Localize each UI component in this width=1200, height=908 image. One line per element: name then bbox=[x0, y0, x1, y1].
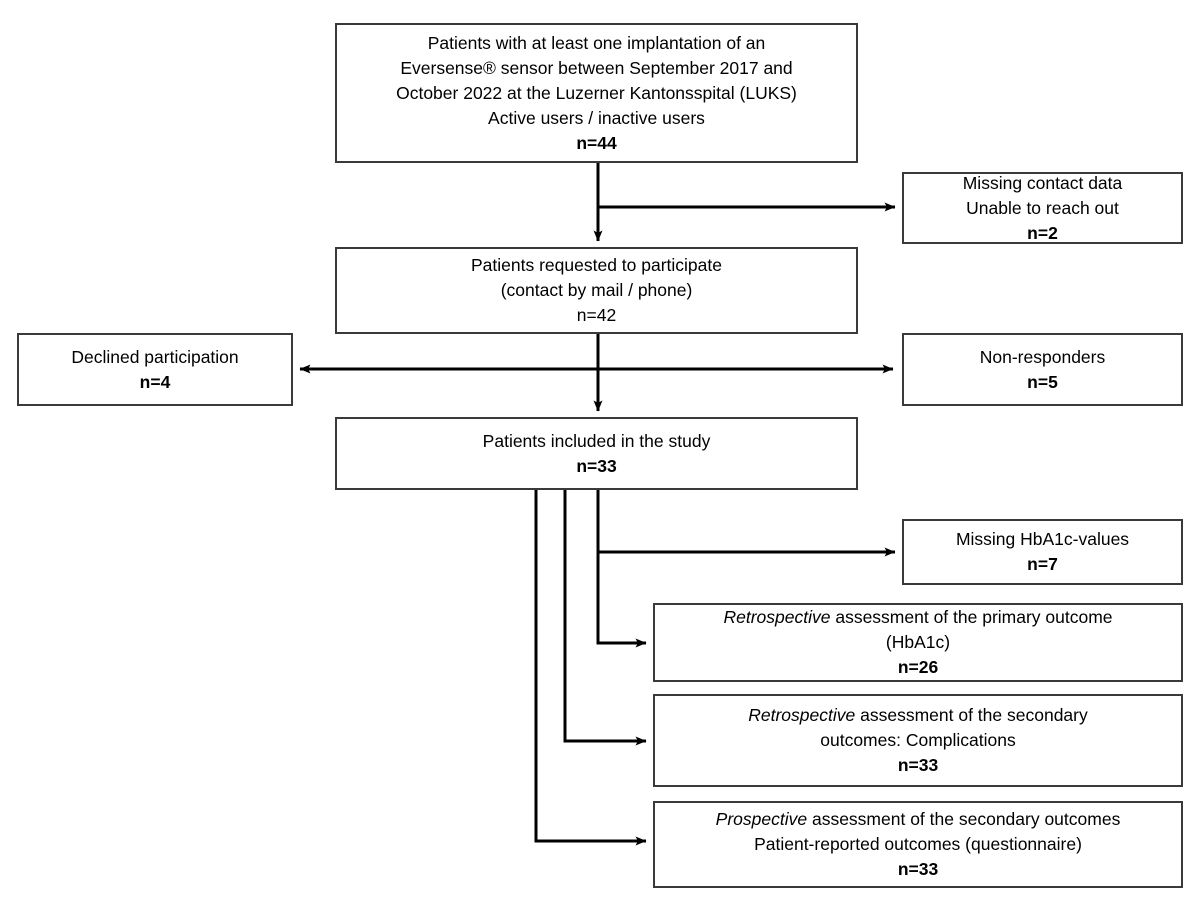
missing-contact-line-1: Missing contact data bbox=[962, 172, 1123, 193]
retro-secondary-line-1: Retrospective assessment of the secondar… bbox=[748, 703, 1087, 728]
missing-hba1c-count: n=7 bbox=[1027, 554, 1058, 574]
node-non-responders[interactable]: Non-responders n=5 bbox=[902, 333, 1183, 406]
node-patients-requested[interactable]: Patients requested to participate (conta… bbox=[335, 247, 858, 334]
prospective-count: n=33 bbox=[897, 859, 939, 879]
retro-secondary-count: n=33 bbox=[897, 755, 939, 775]
prospective-line-2: Patient-reported outcomes (questionnaire… bbox=[754, 834, 1082, 854]
connector-to-retro-primary bbox=[596, 490, 647, 648]
declined-count: n=4 bbox=[139, 371, 171, 392]
retro-secondary-line-1-rest: assessment of the secondary bbox=[855, 705, 1088, 725]
source-line-1: Patients with at least one implantation … bbox=[427, 32, 766, 53]
retro-secondary-line-2: outcomes: Complications bbox=[820, 730, 1016, 750]
requested-line-1: Patients requested to participate bbox=[471, 255, 722, 275]
source-line-3: October 2022 at the Luzerner Kantonsspit… bbox=[396, 82, 797, 103]
missing-hba1c-line-1: Missing HbA1c-values bbox=[955, 529, 1130, 549]
prospective-emphasis: Prospective bbox=[715, 809, 808, 829]
source-line-2: Eversense® sensor between September 2017… bbox=[400, 57, 793, 78]
included-count: n=33 bbox=[576, 455, 617, 476]
connector-to-missing-hba1c bbox=[596, 490, 896, 557]
node-missing-contact-data[interactable]: Missing contact data Unable to reach out… bbox=[902, 172, 1183, 244]
source-line-4: Active users / inactive users bbox=[488, 107, 705, 128]
node-source-population[interactable]: Patients with at least one implantation … bbox=[335, 23, 858, 163]
node-retrospective-secondary-outcomes[interactable]: Retrospective assessment of the secondar… bbox=[653, 694, 1183, 787]
missing-contact-count: n=2 bbox=[1027, 222, 1058, 243]
prospective-line-1: Prospective assessment of the secondary … bbox=[716, 807, 1121, 832]
connector-to-prospective bbox=[534, 490, 647, 846]
prospective-line-1-rest: assessment of the secondary outcomes bbox=[807, 809, 1121, 829]
nonresponders-line-1: Non-responders bbox=[979, 346, 1106, 367]
retro-secondary-emphasis: Retrospective bbox=[748, 705, 856, 725]
retro-primary-line-2: (HbA1c) bbox=[885, 632, 951, 652]
requested-line-2: (contact by mail / phone) bbox=[500, 280, 693, 300]
node-patients-included[interactable]: Patients included in the study n=33 bbox=[335, 417, 858, 490]
missing-contact-line-2: Unable to reach out bbox=[966, 197, 1119, 218]
node-declined-participation[interactable]: Declined participation n=4 bbox=[17, 333, 293, 406]
retro-primary-count: n=26 bbox=[897, 657, 939, 677]
node-prospective-secondary-outcomes[interactable]: Prospective assessment of the secondary … bbox=[653, 801, 1183, 888]
node-missing-hba1c-values[interactable]: Missing HbA1c-values n=7 bbox=[902, 519, 1183, 585]
connector-to-retro-secondary bbox=[563, 490, 647, 746]
retro-primary-line-1-rest: assessment of the primary outcome bbox=[830, 607, 1113, 627]
source-count: n=44 bbox=[576, 132, 617, 153]
requested-count: n=42 bbox=[576, 305, 617, 325]
included-line-1: Patients included in the study bbox=[482, 430, 711, 451]
nonresponders-count: n=5 bbox=[1027, 371, 1058, 392]
retro-primary-emphasis: Retrospective bbox=[723, 607, 831, 627]
retro-primary-line-1: Retrospective assessment of the primary … bbox=[723, 605, 1112, 630]
node-retrospective-primary-outcome[interactable]: Retrospective assessment of the primary … bbox=[653, 603, 1183, 682]
declined-line-1: Declined participation bbox=[71, 346, 239, 367]
